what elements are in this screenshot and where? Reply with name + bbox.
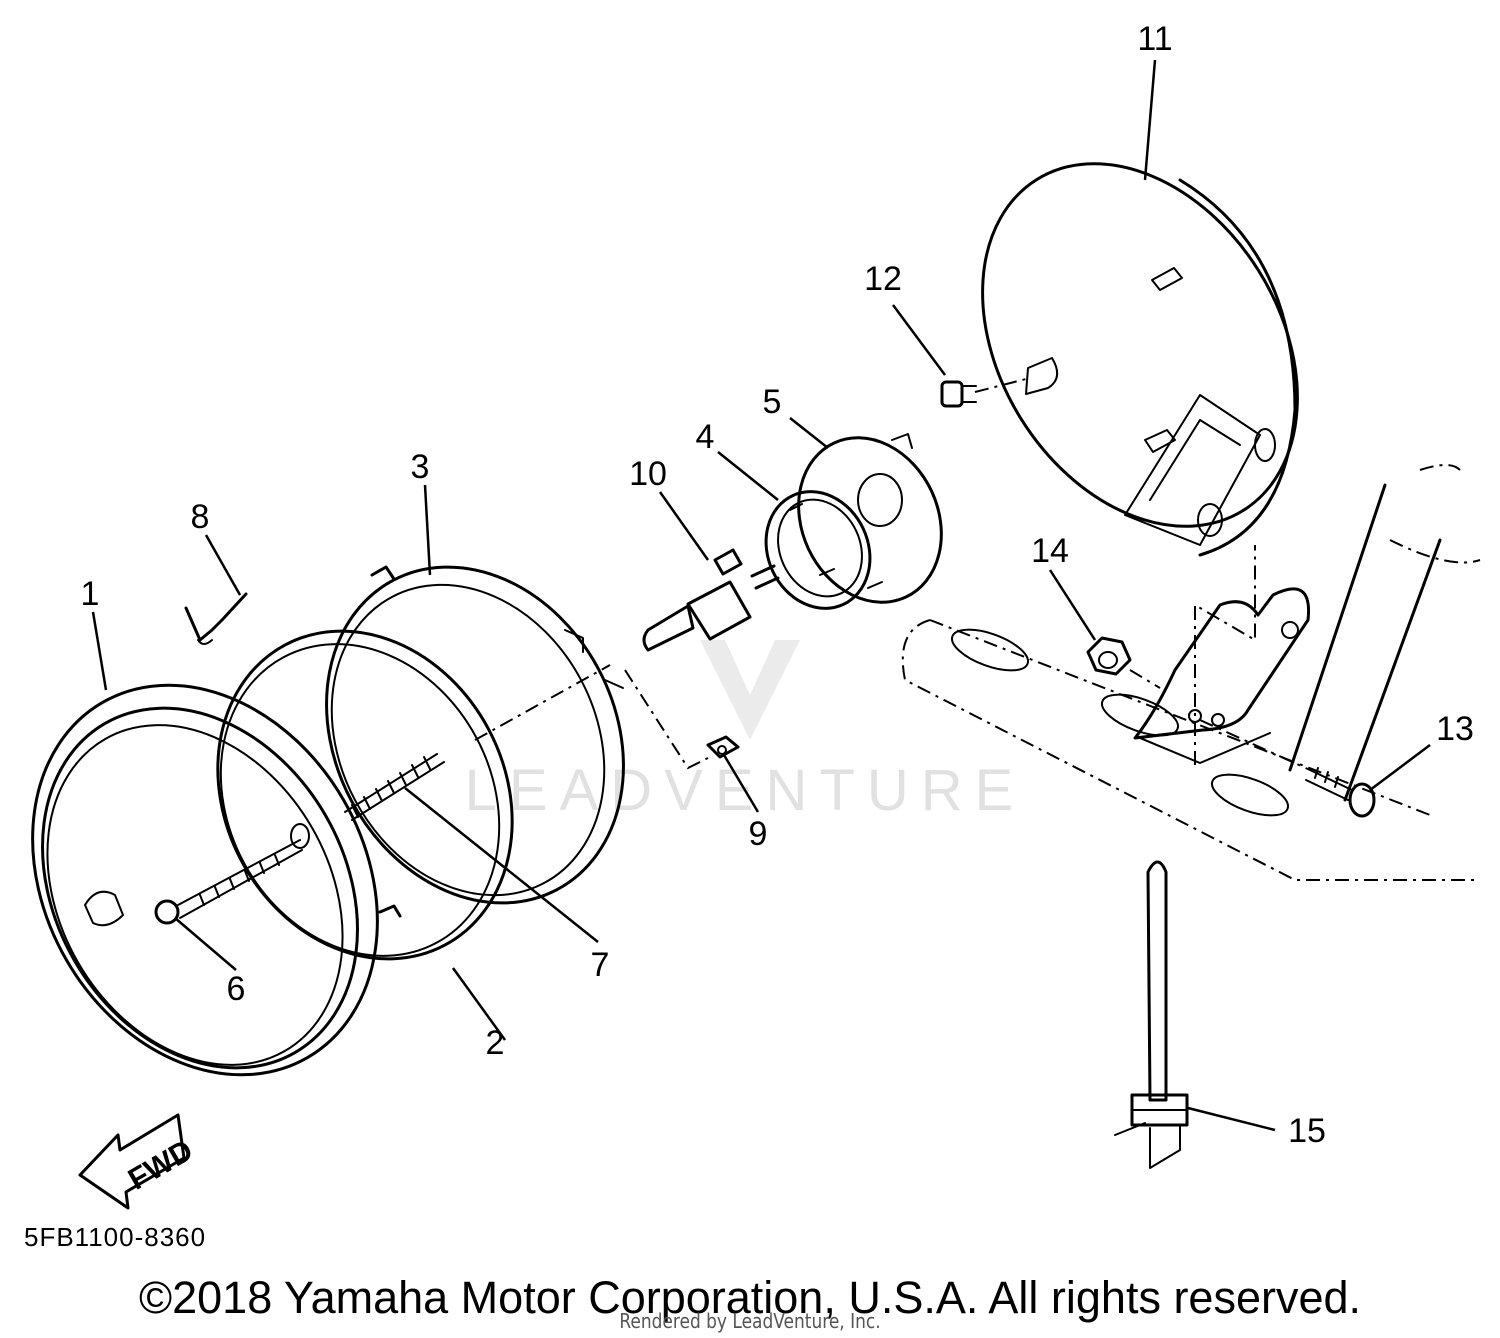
part-11-headlight-housing	[981, 162, 1299, 557]
part-7-spring	[344, 753, 445, 821]
callout-8: 8	[191, 498, 210, 536]
part-13-bolt	[1305, 767, 1376, 818]
callout-6: 6	[227, 970, 246, 1008]
part-5-bulb-holder	[797, 433, 943, 604]
callout-2: 2	[486, 1024, 505, 1062]
alignment-line-screw	[474, 664, 611, 741]
alignment-line-bolt-12	[974, 377, 1031, 393]
callout-13: 13	[1436, 710, 1474, 748]
callout-9: 9	[749, 815, 768, 853]
fwd-direction-arrow: FWD	[78, 1113, 199, 1210]
callout-15: 15	[1288, 1112, 1326, 1150]
leadventure-watermark: LEADVENTURE	[465, 640, 1026, 823]
callout-12: 12	[864, 260, 902, 298]
copyright-notice: ©2018 Yamaha Motor Corporation, U.S.A. A…	[138, 1272, 1362, 1323]
leader-lines	[91, 59, 1431, 1132]
alignment-line-nut-14	[1129, 669, 1161, 689]
part-14-nut	[1086, 636, 1132, 676]
part-6-adjusting-screw	[154, 823, 310, 925]
callout-14: 14	[1031, 532, 1069, 570]
frame-bracket	[901, 464, 1481, 881]
rendered-by-notice: Rendered by LeadVenture, Inc.	[619, 1309, 881, 1333]
callout-3: 3	[411, 448, 430, 486]
part-3-headlight-unit	[325, 565, 625, 918]
part-8-spring-clip	[184, 592, 248, 645]
diagram-code: 5FB1100-8360	[24, 1222, 207, 1252]
callout-1: 1	[81, 575, 100, 613]
alignment-line-nut	[624, 669, 709, 770]
callout-4: 4	[696, 418, 715, 456]
part-15-cable-tie	[1114, 860, 1189, 1169]
part-10-bulb	[642, 548, 780, 652]
callout-5: 5	[763, 383, 782, 421]
part-4-socket-ring	[764, 490, 872, 610]
callout-10: 10	[629, 455, 667, 493]
part-9-nut	[706, 735, 740, 759]
callout-7: 7	[591, 946, 610, 984]
part-1-headlight-rim	[31, 683, 379, 1077]
callout-labels: 1 2 3 4 5 6 7 8 9 10 11 12 13 14 15	[81, 20, 1474, 1150]
fwd-label: FWD	[123, 1134, 199, 1197]
watermark-text: LEADVENTURE	[465, 758, 1026, 823]
part-12-bolt	[940, 380, 977, 408]
callout-11: 11	[1137, 20, 1172, 58]
alignment-line-bracket	[1194, 545, 1256, 765]
